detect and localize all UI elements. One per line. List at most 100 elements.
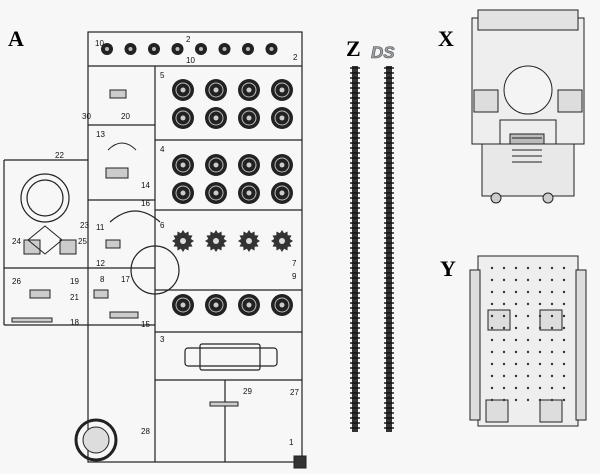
rivet <box>562 266 566 270</box>
part-number: 14 <box>141 181 150 190</box>
rivet <box>490 326 494 330</box>
part-number: 17 <box>121 275 130 284</box>
small-part <box>109 311 139 319</box>
rivet <box>514 386 518 390</box>
rivet <box>490 362 494 366</box>
track-run <box>352 66 358 432</box>
sprocket-hub <box>213 238 219 244</box>
road-wheel-hub <box>279 302 285 308</box>
sprocket-hub <box>180 238 186 244</box>
road-wheel-hub <box>279 87 285 93</box>
rivet <box>502 314 506 318</box>
road-wheel-rim <box>208 185 224 201</box>
rivet <box>526 302 530 306</box>
rivet <box>490 338 494 342</box>
rivet <box>550 350 554 354</box>
road-wheel-rim <box>208 82 224 98</box>
road-wheel-hub <box>213 87 219 93</box>
road-wheel-rim <box>208 110 224 126</box>
part-y-letter: Y <box>440 256 456 281</box>
part-number: 12 <box>96 259 105 268</box>
road-wheel-hub <box>279 162 285 168</box>
part-number: 3 <box>160 335 165 344</box>
road-wheel-rim <box>175 157 191 173</box>
road-wheel-rim <box>274 157 290 173</box>
rivet <box>514 290 518 294</box>
rivet <box>514 266 518 270</box>
road-wheel-rim <box>241 110 257 126</box>
hatch-ring-inner <box>82 426 110 454</box>
rivet <box>502 326 506 330</box>
small-wheel-hub <box>128 47 133 51</box>
rivet <box>526 266 530 270</box>
part-number: 21 <box>70 293 79 302</box>
rivet <box>514 338 518 342</box>
rivet <box>562 362 566 366</box>
track-run <box>386 66 392 432</box>
small-part <box>105 239 121 249</box>
part-number: 19 <box>70 277 79 286</box>
road-wheel-hub <box>180 190 186 196</box>
rivet <box>490 266 494 270</box>
part-number: 2 <box>293 53 298 62</box>
small-wheel-hub <box>105 47 109 51</box>
rivet <box>538 362 542 366</box>
sprue-a-small-parts <box>11 89 307 469</box>
rivet <box>514 398 518 402</box>
rivet <box>538 278 542 282</box>
road-wheel-hub <box>180 87 186 93</box>
rivet <box>502 266 506 270</box>
sprocket-hub <box>246 238 252 244</box>
rivet <box>562 302 566 306</box>
sprue-z-tracks <box>350 66 394 432</box>
rivet <box>538 386 542 390</box>
part-number: 20 <box>121 112 130 121</box>
rivet <box>526 398 530 402</box>
small-wheel-hub <box>199 47 203 51</box>
road-wheel-rim <box>175 110 191 126</box>
part-x-hull-top <box>471 9 585 204</box>
rivet <box>550 314 554 318</box>
road-wheel-rim <box>208 297 224 313</box>
road-wheel-hub <box>213 162 219 168</box>
rivet <box>550 386 554 390</box>
road-wheel-hub <box>246 115 252 121</box>
rivet <box>514 350 518 354</box>
road-wheel-rim <box>274 82 290 98</box>
rivet <box>550 326 554 330</box>
rivet <box>550 374 554 378</box>
part-number: 9 <box>292 272 297 281</box>
part-number: 7 <box>292 259 297 268</box>
sprocket-hub <box>279 238 285 244</box>
part-number: 18 <box>70 318 79 327</box>
small-wheel-hub <box>222 47 227 51</box>
part-number: 24 <box>12 237 21 246</box>
sprue-z-letter: Z <box>346 36 361 61</box>
sprue-a-letter: A <box>8 26 24 51</box>
rivet <box>502 386 506 390</box>
small-part <box>105 167 129 179</box>
part-number: 23 <box>80 221 89 230</box>
rivet <box>514 302 518 306</box>
rivet <box>490 398 494 402</box>
rivet <box>562 386 566 390</box>
sprue-tag <box>293 455 307 469</box>
rivet <box>514 314 518 318</box>
rivet <box>538 302 542 306</box>
rivet <box>502 338 506 342</box>
small-part <box>23 239 41 255</box>
ds-logo: DS <box>371 43 395 62</box>
rivet <box>502 350 506 354</box>
road-wheel-rim <box>175 82 191 98</box>
road-wheel-hub <box>246 162 252 168</box>
road-wheel-hub <box>279 115 285 121</box>
small-part <box>29 289 51 299</box>
part-number: 13 <box>96 130 105 139</box>
small-part <box>109 89 127 99</box>
rivet <box>490 386 494 390</box>
part-number: 2 <box>186 35 191 44</box>
part-number: 26 <box>12 277 21 286</box>
rivet <box>538 338 542 342</box>
rivet <box>526 386 530 390</box>
